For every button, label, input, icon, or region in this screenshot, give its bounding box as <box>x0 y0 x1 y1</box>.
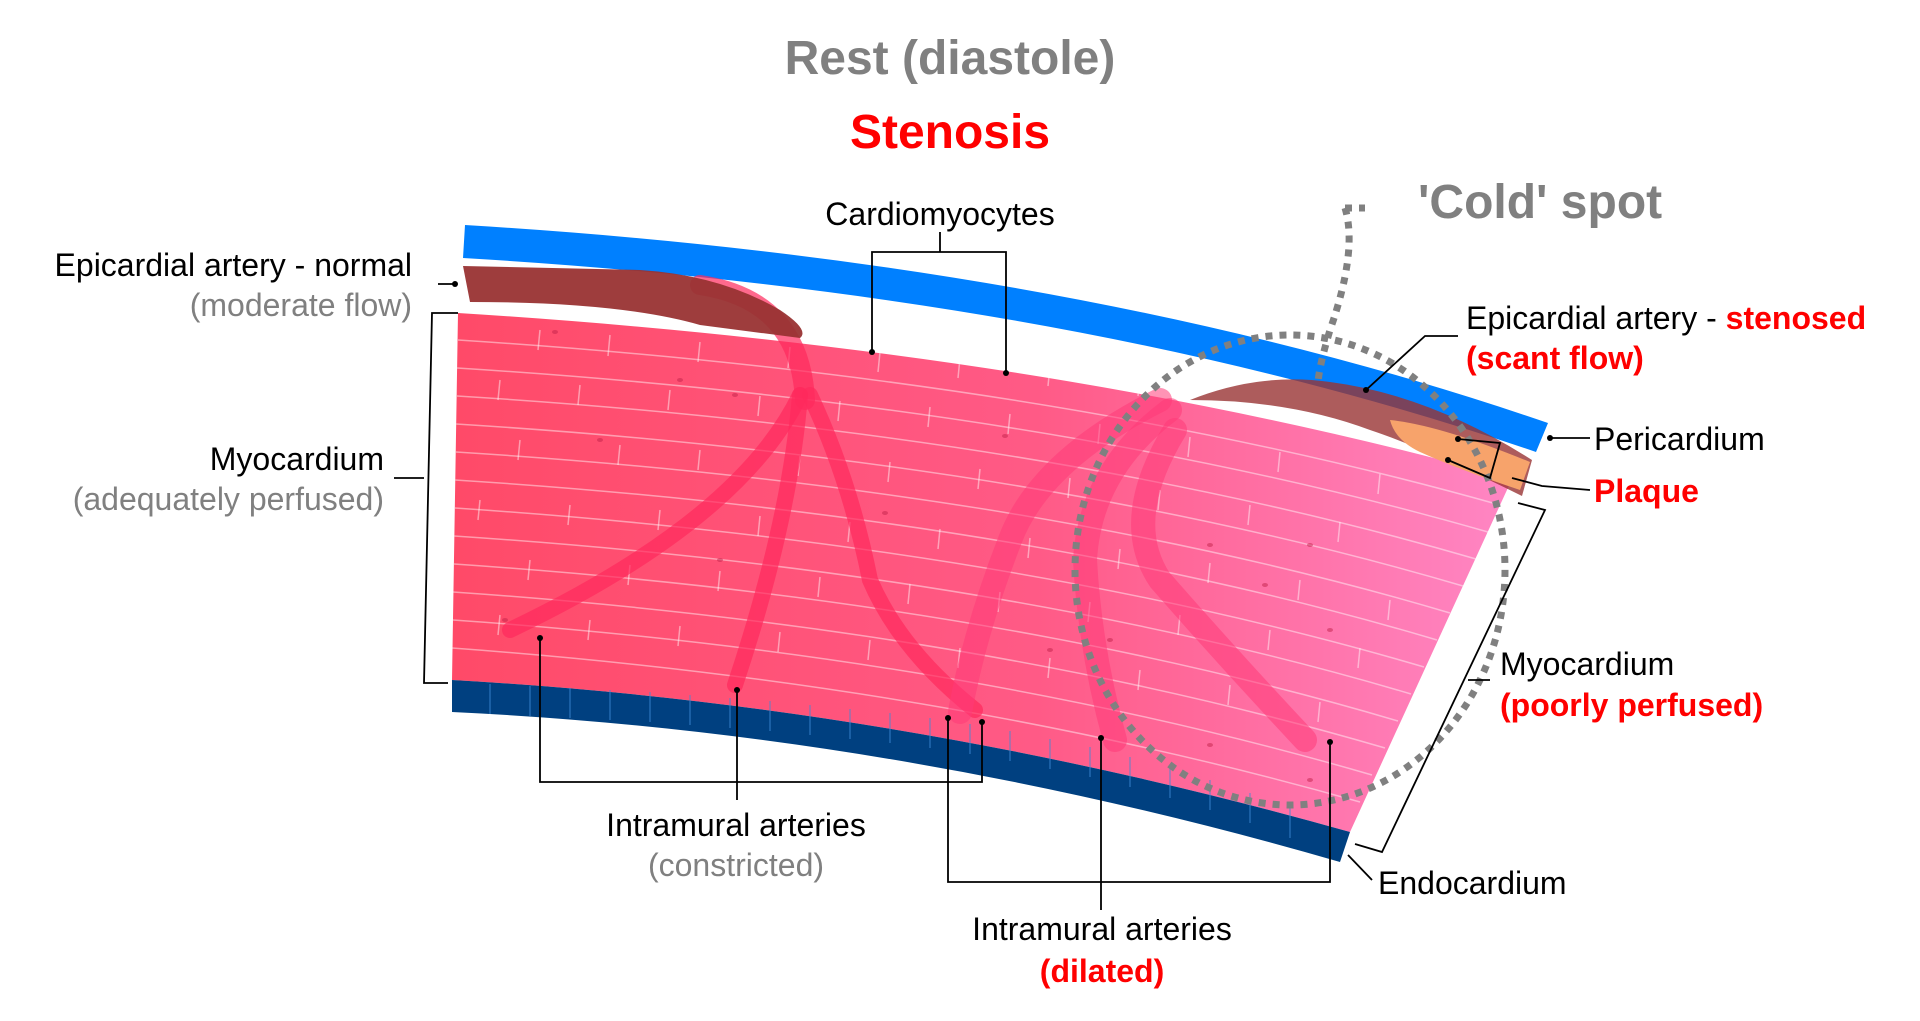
myocardium-body <box>452 313 1512 832</box>
pericardium-band <box>463 225 1548 452</box>
callout-lines <box>394 232 1591 910</box>
intramural-constricted-label: Intramural arteries <box>606 807 866 843</box>
cardiomyocytes-label: Cardiomyocytes <box>825 196 1054 232</box>
callout-dots <box>452 281 1553 745</box>
endocardium-band <box>452 680 1350 862</box>
intramural-dilated-state-label: (dilated) <box>1040 953 1164 989</box>
plaque-deposit <box>1390 420 1530 490</box>
myocardium-left-perfusion-label: (adequately perfused) <box>73 481 384 517</box>
epicardial-normal-flow-label: (moderate flow) <box>190 287 412 323</box>
diagram-title: Rest (diastole) <box>785 32 1116 85</box>
cold-spot-label: 'Cold' spot <box>1418 176 1662 229</box>
plaque-label: Plaque <box>1594 473 1699 509</box>
cold-spot-circle <box>1071 331 1509 809</box>
myocardium-left-label: Myocardium <box>210 441 384 477</box>
epicardial-stenosed-label: Epicardial artery - stenosed <box>1466 300 1866 336</box>
epicardial-stenosed-flow-label: (scant flow) <box>1466 340 1644 376</box>
endocardium-stripes <box>489 684 1331 852</box>
endocardium-label: Endocardium <box>1378 865 1567 901</box>
cold-spot-pointer <box>1314 204 1365 386</box>
epicardial-artery-normal <box>463 266 803 338</box>
epicardial-normal-label: Epicardial artery - normal <box>55 247 412 283</box>
intramural-dilated-label: Intramural arteries <box>972 911 1232 947</box>
intramural-constricted-state-label: (constricted) <box>648 847 824 883</box>
cardiomyocyte-nuclei <box>502 330 1333 782</box>
myocardium-right-label: Myocardium <box>1500 646 1674 682</box>
diagram-subtitle: Stenosis <box>850 106 1050 159</box>
myocardium-right-perfusion-label: (poorly perfused) <box>1500 687 1763 723</box>
pericardium-label: Pericardium <box>1594 421 1765 457</box>
epicardial-stenosed-prefix: Epicardial artery - <box>1466 300 1726 336</box>
epicardial-stenosed-word: stenosed <box>1726 300 1866 336</box>
